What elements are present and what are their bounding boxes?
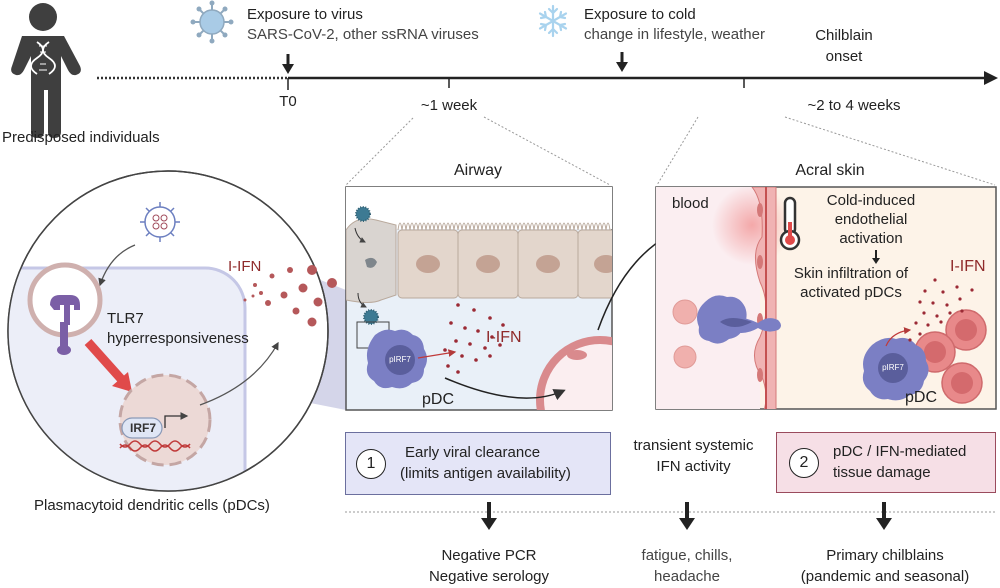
- acral-skin-panel: [655, 186, 997, 410]
- box2-line-2: tissue damage: [833, 464, 931, 481]
- infiltration-line-2: activated pDCs: [800, 284, 902, 301]
- zoom-guides: [345, 116, 996, 513]
- virus-exposure-title: Exposure to virus: [247, 6, 363, 23]
- virus-exposure-detail: SARS-CoV-2, other ssRNA viruses: [247, 26, 479, 43]
- airway-ifn-label: I-IFN: [486, 329, 522, 346]
- onset-label-2: onset: [825, 48, 863, 65]
- airway-virus-icon: [355, 206, 371, 222]
- infiltration-line-1: Skin infiltration of: [793, 265, 909, 282]
- onset-label-1: Chilblain: [815, 27, 873, 44]
- pdc-cell-panel: [7, 170, 346, 492]
- pdc-caption: Plasmacytoid dendritic cells (pDCs): [34, 497, 270, 514]
- cold-line-2: endothelial: [834, 211, 908, 228]
- skin-pirf7-label: pIRF7: [882, 363, 904, 372]
- systemic-ifn-line-2: IFN activity: [656, 458, 731, 475]
- snowflake-icon: [538, 4, 568, 38]
- cold-line-1: Cold-induced: [826, 192, 916, 209]
- result3-line-2: (pandemic and seasonal): [800, 568, 970, 585]
- ifn-particles: [243, 265, 337, 327]
- cold-line-3: activation: [839, 230, 903, 247]
- skin-pdc-label: pDC: [905, 389, 938, 406]
- t0-label: T0: [279, 93, 297, 110]
- tlr7-label-1: TLR7: [107, 310, 144, 327]
- skin-title: Acral skin: [795, 162, 865, 179]
- airway-panel: [345, 186, 613, 411]
- week1-label: ~1 week: [420, 97, 478, 114]
- timeline-axis: [97, 52, 998, 90]
- result1-line-2: Negative serology: [428, 568, 550, 585]
- box2-line-1: pDC / IFN-mediated: [833, 443, 967, 460]
- tlr7-label-2: hyperresponsiveness: [107, 330, 249, 347]
- pdc-ifn-label: I-IFN: [228, 258, 262, 275]
- irf7-protein: [121, 417, 163, 439]
- airway-virus-icon-2: [363, 309, 379, 325]
- weeks-label: ~2 to 4 weeks: [807, 97, 901, 114]
- step-number-1: 1: [356, 449, 386, 479]
- skin-ifn-label: I-IFN: [950, 258, 986, 275]
- result2-line-1: fatigue, chills,: [641, 547, 733, 564]
- box1-line-1: Early viral clearance: [405, 444, 541, 461]
- cilia: [397, 222, 611, 231]
- box1-line-2: (limits antigen availability): [400, 465, 571, 482]
- tissue-damage-box: 2 pDC / IFN-mediated tissue damage: [776, 432, 996, 493]
- outcome-arrows: [481, 502, 892, 530]
- skin-ifn-particles: [908, 278, 974, 342]
- airway-ifn-particles: [443, 303, 505, 374]
- virus-particle-icon: [140, 202, 180, 242]
- cold-exposure-title: Exposure to cold: [584, 6, 696, 23]
- cold-exposure-detail: change in lifestyle, weather: [584, 26, 765, 43]
- result2-line-2: headache: [654, 568, 720, 585]
- transmigrating-pdc-cell: [697, 295, 781, 344]
- tlr7-receptor-icon: [50, 295, 80, 355]
- blood-label: blood: [672, 195, 709, 212]
- airway-pdc-cell: [366, 329, 427, 389]
- irf7-label: IRF7: [129, 421, 156, 435]
- early-clearance-box: 1 Early viral clearance (limits antigen …: [345, 432, 611, 495]
- person-dna-icon: [11, 3, 81, 138]
- airway-title: Airway: [453, 162, 502, 179]
- airway-pirf7-label: pIRF7: [389, 355, 411, 364]
- dna-strand: [119, 444, 191, 452]
- airway-pdc-label: pDC: [422, 391, 455, 408]
- step-number-2: 2: [789, 448, 819, 478]
- result1-line-1: Negative PCR: [441, 547, 537, 564]
- thermometer-icon: [779, 196, 801, 251]
- result3-line-1: Primary chilblains: [826, 547, 944, 564]
- skin-pdc-cell: [862, 337, 929, 401]
- systemic-ifn-line-1: transient systemic: [633, 437, 754, 454]
- individual-label: Predisposed individuals: [2, 129, 160, 146]
- virus-icon: [190, 0, 234, 44]
